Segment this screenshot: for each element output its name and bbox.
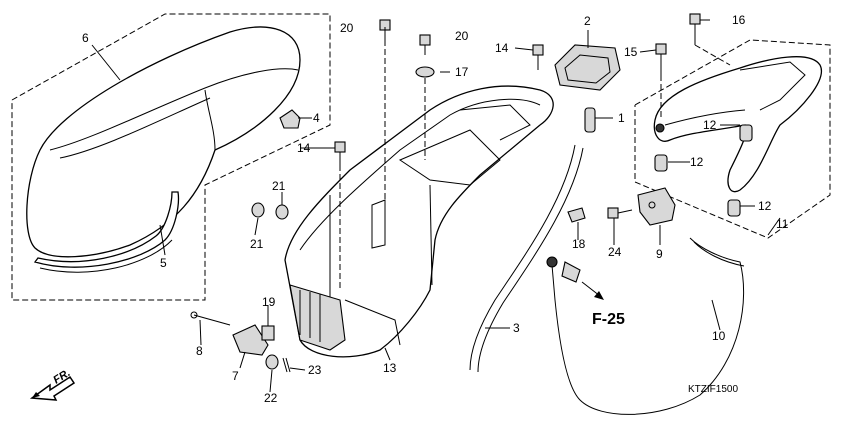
callout-3: 3 — [513, 321, 520, 335]
callout-17: 17 — [455, 65, 469, 79]
collar — [727, 199, 741, 217]
grommet-19 — [261, 325, 275, 341]
callout-22: 22 — [264, 391, 278, 405]
callout-8: 8 — [196, 344, 203, 358]
cable-clamp — [567, 207, 586, 240]
front-direction-arrow — [29, 375, 76, 401]
seat-clip — [279, 109, 312, 129]
bolt-14b — [334, 141, 346, 290]
callout-19: 19 — [262, 295, 276, 309]
bolt-14a — [532, 44, 544, 70]
diagram-id: KTZIF1500 — [688, 384, 738, 395]
callout-1: 1 — [618, 111, 625, 125]
reference-code: F-25 — [592, 311, 625, 328]
luggage-box — [284, 85, 554, 358]
callout-2: 2 — [584, 14, 591, 28]
seat-gasket — [33, 191, 180, 268]
callout-5: 5 — [160, 256, 167, 270]
drain-tube — [469, 144, 584, 373]
callout-20a: 20 — [340, 21, 354, 35]
grommet-21 — [251, 192, 289, 220]
callout-24: 24 — [608, 245, 622, 259]
callout-12c: 12 — [758, 199, 772, 213]
callout-16: 16 — [732, 13, 746, 27]
callout-14a: 14 — [495, 41, 509, 55]
washer — [415, 66, 435, 78]
callout-21b: 21 — [250, 237, 264, 251]
callout-14b: 14 — [297, 141, 311, 155]
bracket — [232, 324, 269, 356]
collar — [654, 154, 668, 172]
lid-latch — [584, 107, 613, 133]
bolt — [607, 207, 633, 245]
callout-4: 4 — [313, 111, 320, 125]
bolt-15 — [655, 43, 667, 118]
seat-lock-cable — [546, 237, 745, 415]
collar — [739, 124, 753, 142]
callout-7: 7 — [232, 369, 239, 383]
seat-lock — [637, 187, 676, 245]
callout-12b: 12 — [690, 155, 704, 169]
bolt-20b — [419, 34, 431, 55]
bolt-16 — [689, 13, 731, 66]
callout-12a: 12 — [703, 118, 717, 132]
callout-6: 6 — [82, 31, 89, 45]
callout-11: 11 — [776, 217, 789, 231]
callout-13: 13 — [383, 361, 397, 375]
spring-pin-23 — [282, 357, 291, 373]
callout-18: 18 — [572, 237, 586, 251]
callout-15: 15 — [624, 45, 638, 59]
callout-9: 9 — [656, 247, 663, 261]
callout-10: 10 — [712, 329, 726, 343]
callout-23: 23 — [308, 363, 322, 377]
fuel-lid — [554, 44, 621, 91]
seat — [26, 26, 301, 258]
rear-carrier — [653, 56, 823, 193]
seat-group — [11, 13, 331, 301]
callout-20b: 20 — [455, 29, 469, 43]
carrier-group — [634, 39, 831, 239]
callouts: 1 2 3 4 5 6 7 8 9 10 11 12 12 12 13 14 1… — [82, 13, 789, 405]
washer-22 — [265, 354, 279, 370]
leader-lines — [91, 19, 781, 393]
pin — [190, 311, 231, 326]
callout-21a: 21 — [272, 179, 286, 193]
